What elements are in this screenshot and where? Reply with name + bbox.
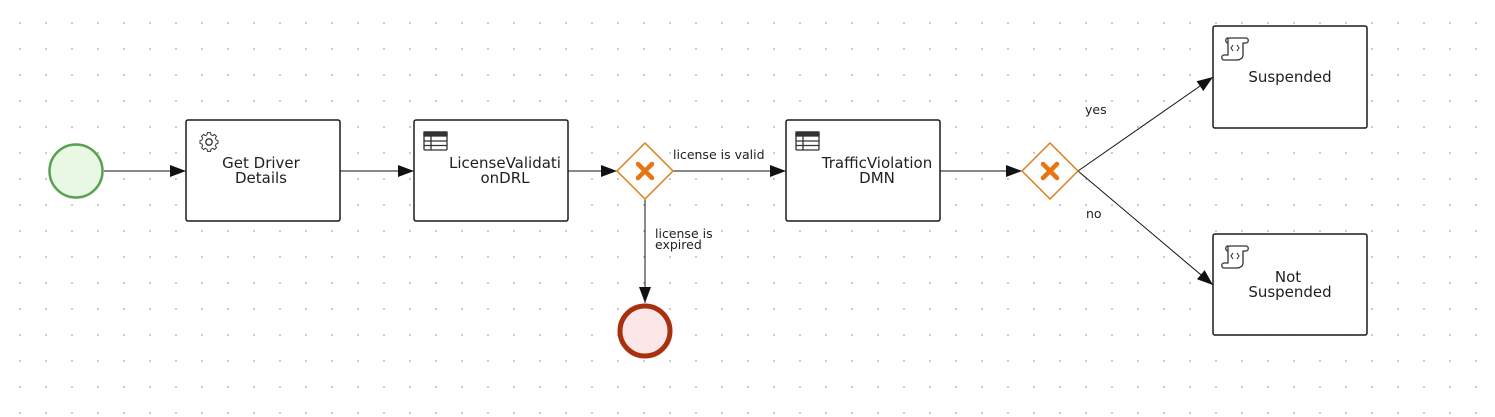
script-icon [1221, 37, 1249, 61]
edge-label-license-expired-2: expired [655, 237, 702, 252]
task-not-suspended-line1: Not [1275, 268, 1301, 286]
edge-label-no: no [1086, 206, 1102, 221]
task-traffic-violation-line1: TrafficViolation [821, 154, 932, 172]
exclusive-gateway-x-icon [1040, 161, 1060, 181]
end-event[interactable] [617, 303, 673, 359]
task-traffic-violation[interactable]: TrafficViolation DMN [785, 119, 941, 222]
task-traffic-violation-line2: DMN [859, 169, 895, 187]
table-icon [423, 131, 448, 151]
task-get-driver-details-line2: Details [235, 169, 287, 187]
exclusive-gateway-x-icon [635, 161, 655, 181]
exclusive-gateway-license[interactable] [616, 142, 674, 200]
task-license-validation-line1: LicenseValidati [449, 154, 561, 172]
edge-label-yes: yes [1085, 102, 1107, 117]
task-get-driver-details-line1: Get Driver [222, 154, 300, 172]
task-suspended-line1: Suspended [1248, 68, 1331, 86]
edge-label-license-valid: license is valid [673, 147, 765, 162]
start-event[interactable] [48, 143, 104, 199]
gear-icon [199, 132, 219, 152]
task-suspended[interactable]: Suspended [1212, 25, 1368, 129]
task-not-suspended[interactable]: Not Suspended [1212, 233, 1368, 336]
task-license-validation[interactable]: LicenseValidati onDRL [413, 119, 569, 222]
flow-yes[interactable] [1077, 76, 1214, 172]
edge-label-license-expired-1: license is [655, 226, 713, 241]
flow-no[interactable] [1077, 170, 1214, 286]
table-icon [795, 131, 820, 151]
task-not-suspended-line2: Suspended [1248, 283, 1331, 301]
task-get-driver-details[interactable]: Get Driver Details [185, 119, 341, 222]
script-icon [1221, 245, 1249, 269]
task-license-validation-line2: onDRL [480, 169, 530, 187]
exclusive-gateway-suspension[interactable] [1021, 142, 1079, 200]
